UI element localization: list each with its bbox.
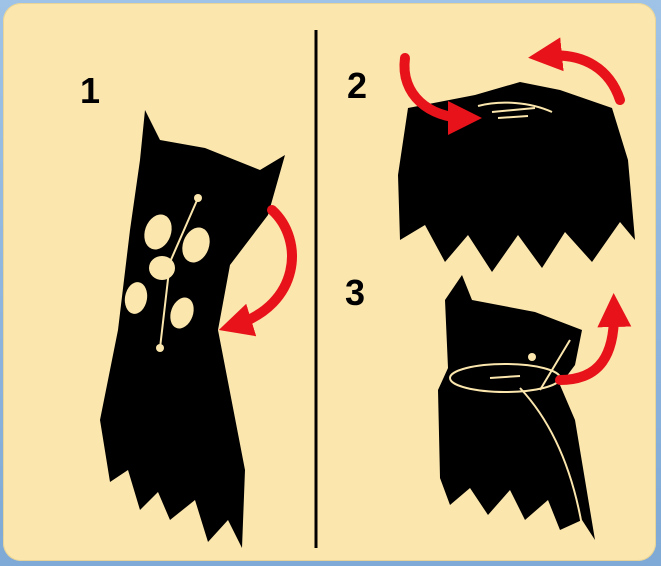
step-1-cape — [100, 110, 285, 548]
step-3-cape — [438, 275, 595, 545]
